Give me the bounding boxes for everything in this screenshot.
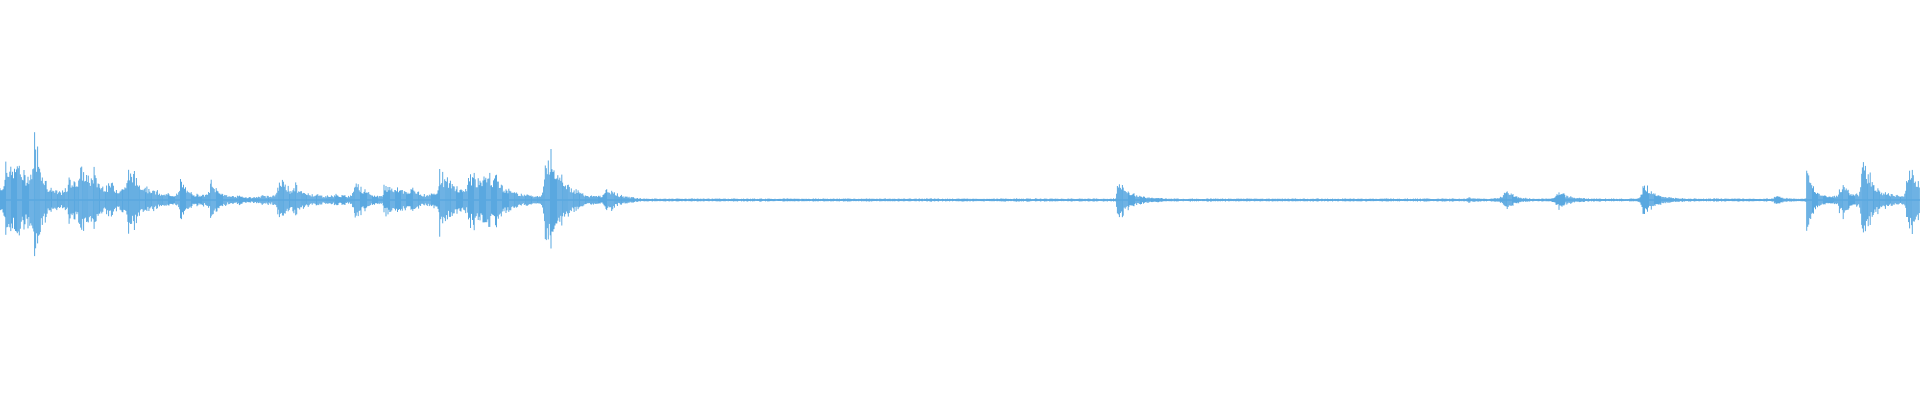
waveform-peaks xyxy=(0,132,1920,257)
